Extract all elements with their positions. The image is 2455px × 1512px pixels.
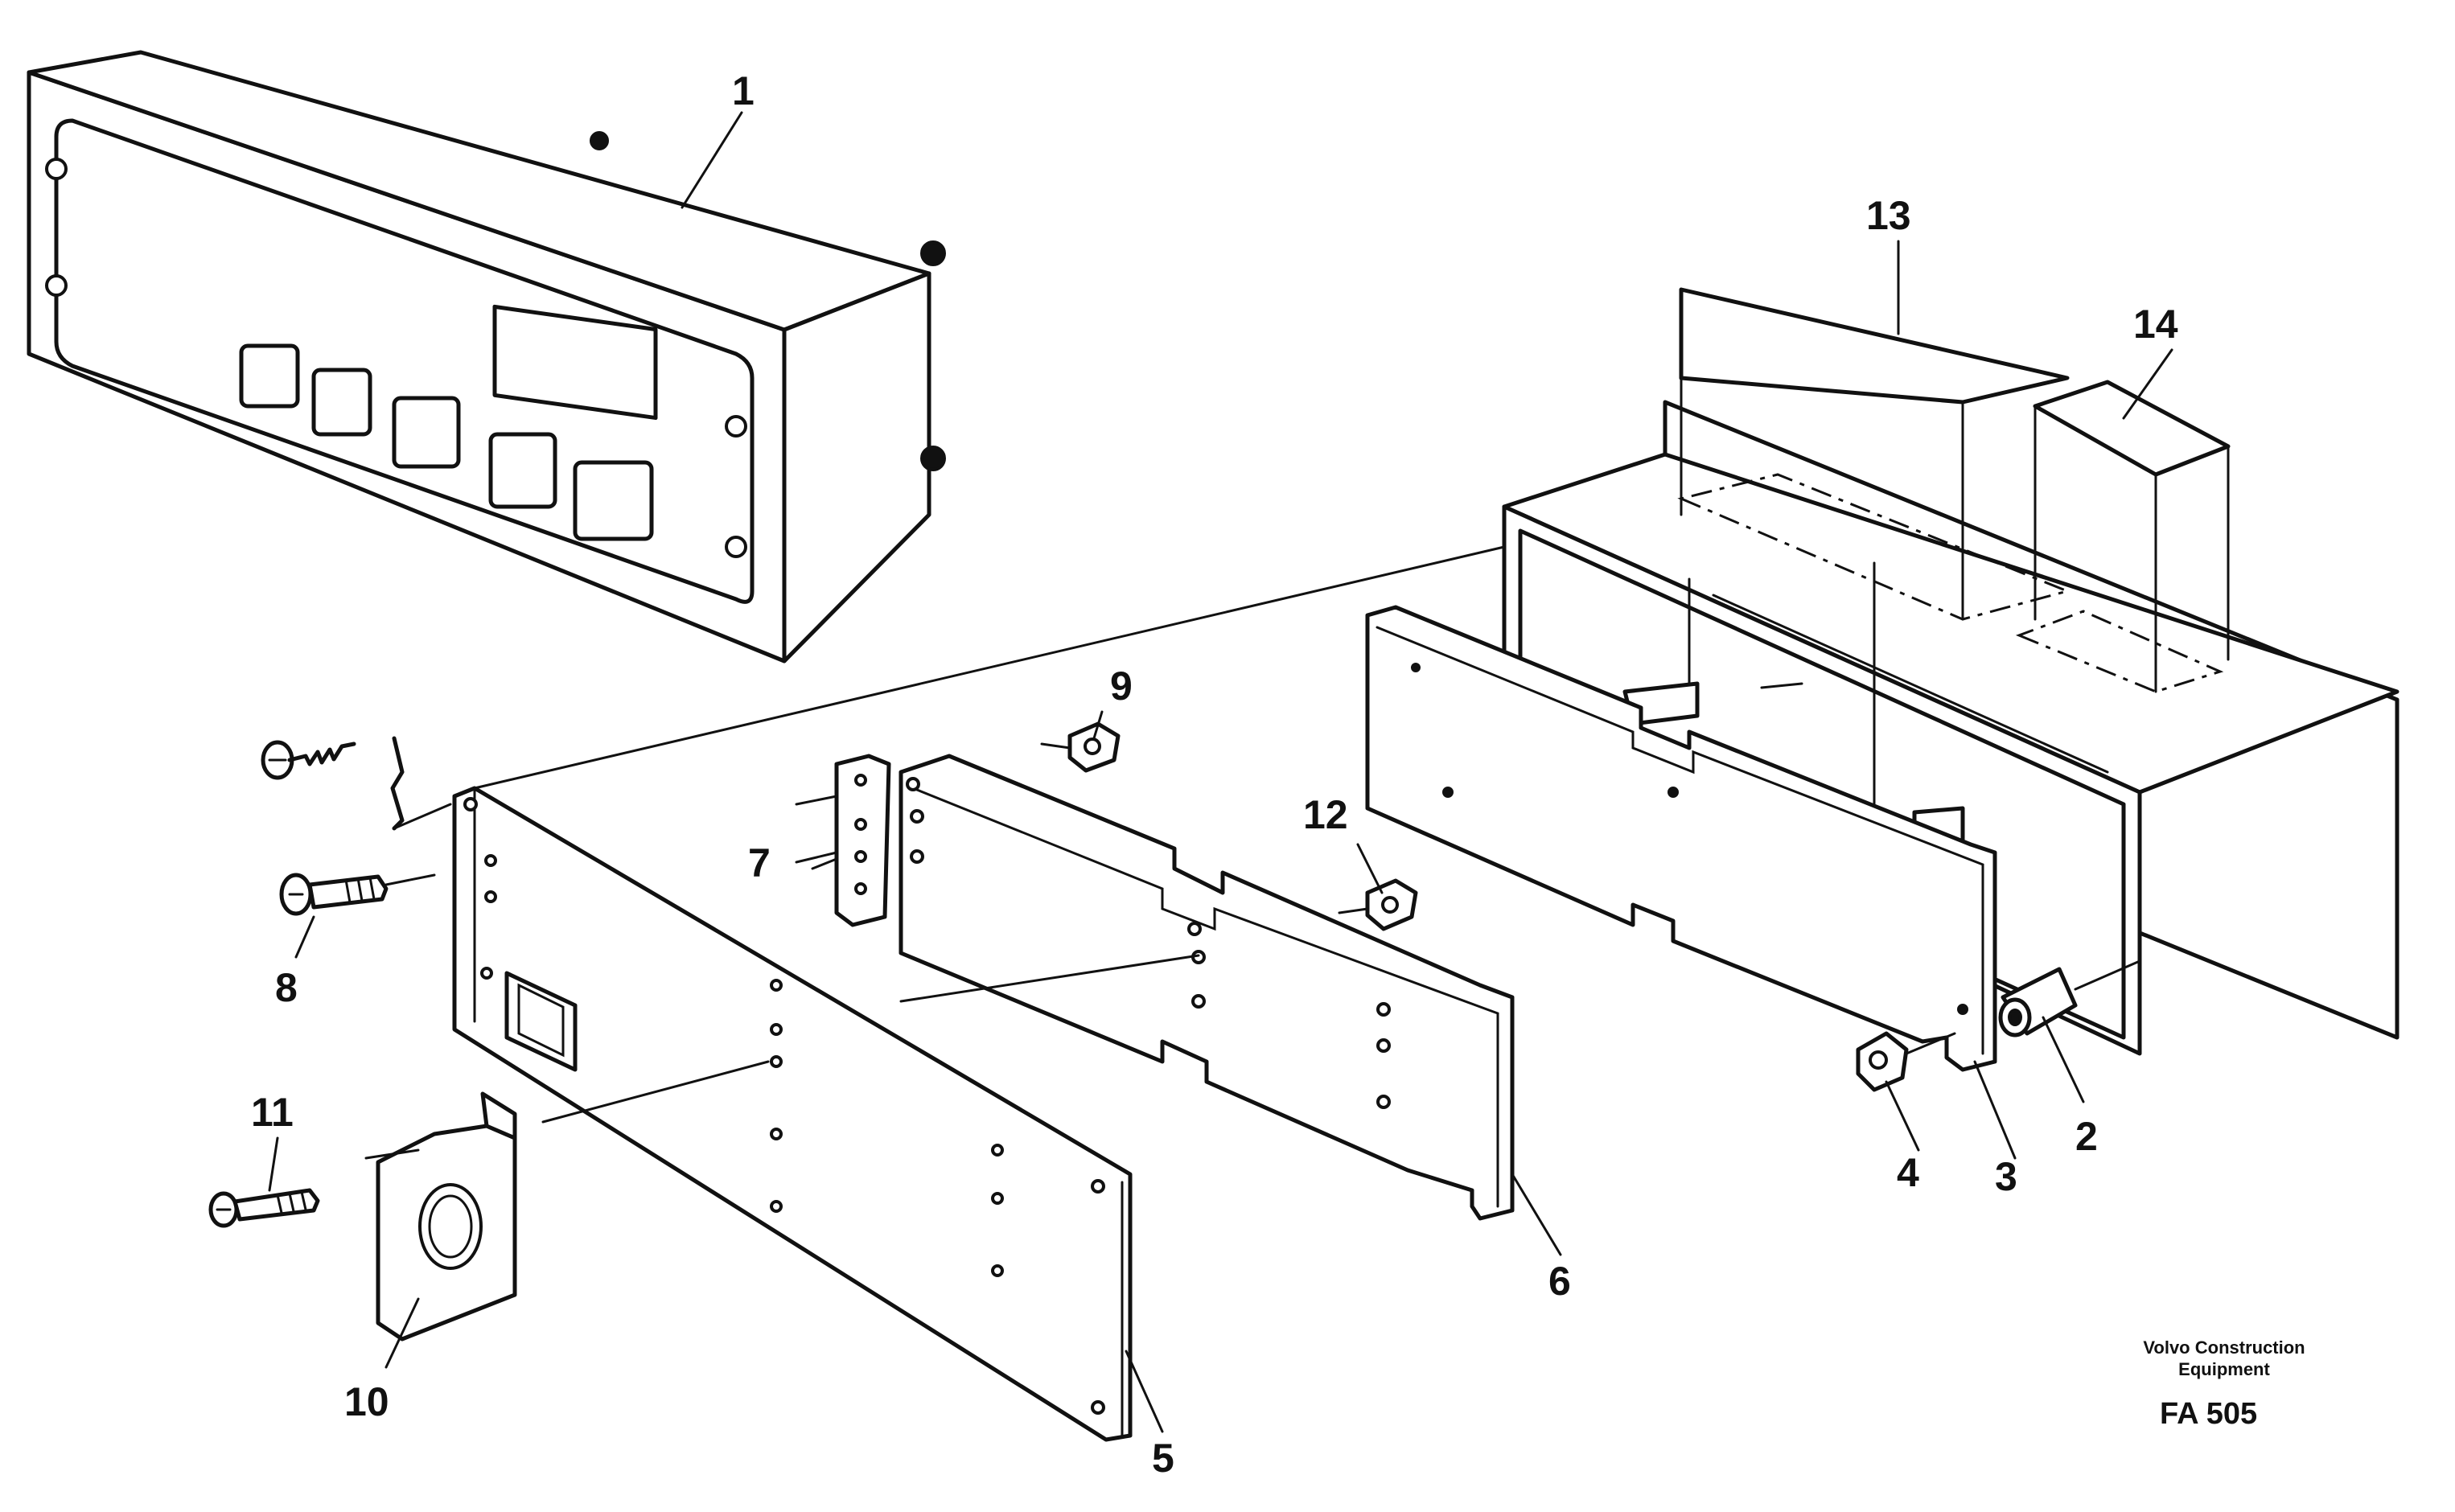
nut-4 xyxy=(1856,1031,1956,1092)
callout-11: 11 xyxy=(251,1090,294,1135)
angle-bracket-10 xyxy=(376,1091,517,1341)
bracket-7 xyxy=(834,754,891,927)
connector-14-outline xyxy=(2015,380,2231,693)
alignment-lines xyxy=(364,545,1803,1160)
gasket-plate-3 xyxy=(1365,605,1997,1072)
callout-12: 12 xyxy=(1303,792,1348,837)
callout-6: 6 xyxy=(1548,1259,1571,1304)
nut-12 xyxy=(1365,878,1418,931)
connector-13-outline xyxy=(1677,287,2071,621)
callout-8: 8 xyxy=(275,965,298,1010)
circuit-board-6 xyxy=(899,754,1515,1221)
callout-4: 4 xyxy=(1897,1150,1919,1195)
screw-8 xyxy=(279,873,436,916)
credit-line-1: Volvo Construction xyxy=(2143,1337,2305,1358)
callout-14: 14 xyxy=(2133,302,2178,347)
callout-13: 13 xyxy=(1866,193,1911,238)
callout-leaders xyxy=(268,111,2173,1433)
callout-labels: 1 2 3 4 5 6 7 8 9 10 11 12 13 14 xyxy=(251,68,2178,1481)
credit-line-2: Equipment xyxy=(2178,1359,2270,1379)
nut-9 xyxy=(1067,721,1121,773)
callout-3: 3 xyxy=(1995,1154,2017,1199)
figure-code: FA 505 xyxy=(2160,1397,2257,1431)
spacer-2 xyxy=(1998,959,2141,1037)
screw-top xyxy=(261,736,452,831)
callout-10: 10 xyxy=(344,1379,389,1424)
credit-block: Volvo Construction Equipment FA 505 xyxy=(2143,1337,2305,1431)
callout-5: 5 xyxy=(1152,1436,1174,1481)
callout-7: 7 xyxy=(748,840,771,885)
callout-2: 2 xyxy=(2075,1114,2098,1159)
callout-1: 1 xyxy=(732,68,755,113)
display-unit-assembled xyxy=(27,50,946,664)
screw-11 xyxy=(208,1188,320,1228)
callout-9: 9 xyxy=(1110,664,1133,709)
